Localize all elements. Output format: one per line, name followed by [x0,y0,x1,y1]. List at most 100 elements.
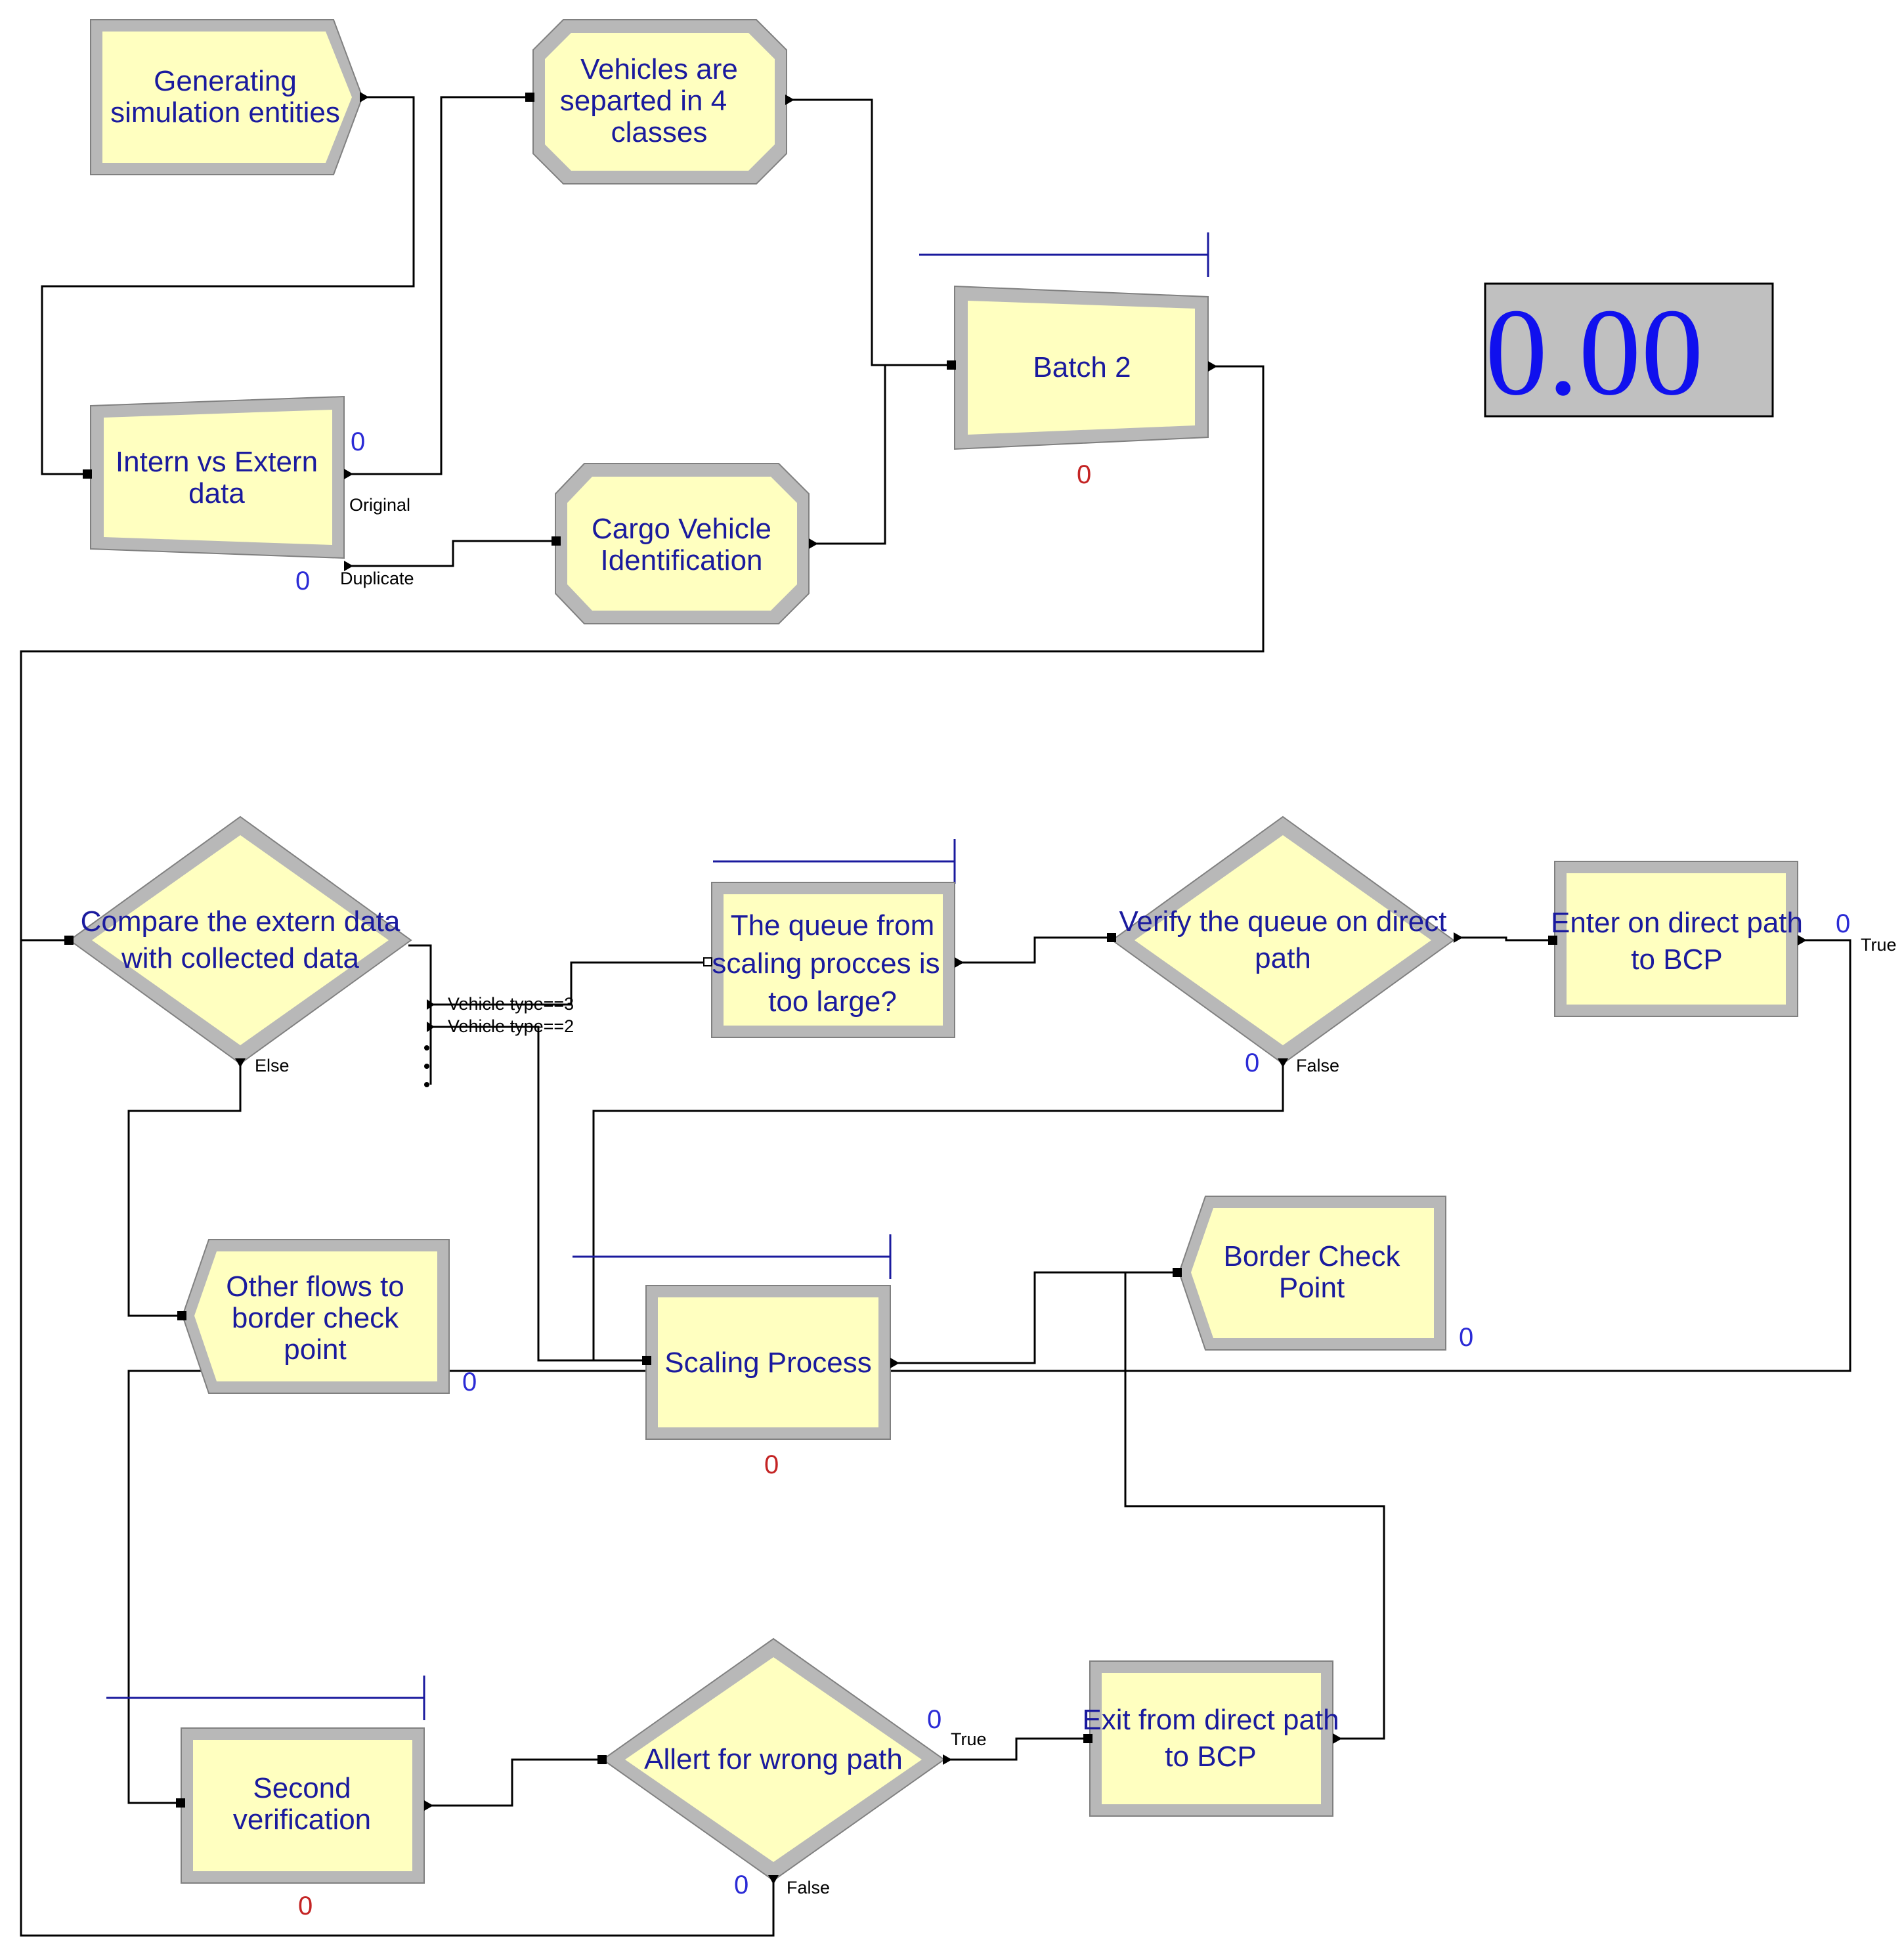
connector-duplicate-to-cargo[interactable] [348,540,555,567]
connector-compare-else-to-other-flows[interactable] [127,1064,242,1317]
exit-port[interactable] [943,1754,952,1765]
decide-module-allert[interactable]: Allert for wrong path 0 True 0 False [601,1637,987,1899]
entry-port[interactable] [552,536,561,546]
entry-port[interactable] [83,469,92,479]
exit-port[interactable] [955,957,964,968]
connector-exit-direct-to-border-check[interactable] [1124,1271,1385,1740]
connector-compare-to-condition-branch[interactable] [408,944,432,1085]
queue-scaling-process[interactable] [573,1234,892,1279]
entry-port[interactable] [597,1755,607,1764]
border-check-line-1: Border Check [1223,1240,1400,1272]
allert-exit-true: True [951,1729,987,1749]
queue-second-verification[interactable] [106,1676,425,1720]
verify-queue-exit-false: False [1296,1056,1339,1075]
exit-port[interactable] [1208,361,1217,372]
verify-queue-counter: 0 [1245,1049,1259,1077]
cargo-vehicle-line-1: Cargo Vehicle [592,513,771,545]
exit-port[interactable] [427,1022,435,1032]
exit-port[interactable] [768,1875,779,1884]
intern-extern-counter-bottom: 0 [295,567,310,596]
entry-port[interactable] [947,360,956,370]
exit-port[interactable] [1278,1058,1288,1068]
connector-cond2-to-scaling[interactable] [431,1026,646,1362]
exit-port[interactable] [890,1358,899,1368]
connector-verify-false-to-scaling[interactable] [592,1064,1284,1362]
connector-allert-true-to-exit-direct[interactable] [945,1737,1087,1761]
connector-original-to-vehicle-classes[interactable] [348,96,529,475]
queue-queue-large[interactable] [713,839,956,884]
queue-batch-2[interactable] [919,232,1209,277]
connector-scaling-to-border-check[interactable] [892,1271,1177,1364]
connector-queue-large-to-verify[interactable] [957,936,1111,964]
connector-enter-direct-to-second-verification[interactable] [127,939,1851,1804]
exit-port[interactable] [424,1800,433,1811]
entry-port-hollow[interactable] [703,957,712,966]
connectors [20,96,1851,1937]
entry-port[interactable] [1083,1734,1093,1743]
entry-port[interactable] [64,936,74,945]
exit-port[interactable] [1454,932,1463,943]
entry-port[interactable] [176,1798,185,1808]
connector-second-verification-to-allert[interactable] [427,1758,601,1807]
variable-display-value: 0.00 [1485,284,1704,422]
exit-port[interactable] [360,92,369,102]
entry-port[interactable] [1173,1268,1182,1277]
other-flows-line-1: Other flows to [226,1270,404,1303]
compare-condition-type-3: Vehicle type==3 [448,994,574,1014]
intern-extern-line-1: Intern vs Extern [116,446,318,478]
connector-batch-to-compare[interactable] [20,365,1265,942]
connector-cargo-to-batch[interactable] [814,365,886,545]
compare-line-2: with collected data [121,942,360,974]
entry-port[interactable] [642,1356,651,1365]
entry-port[interactable] [525,93,534,102]
exit-port[interactable] [1798,935,1807,945]
connector-cond3-to-queue-large[interactable] [431,961,708,1006]
exit-port[interactable] [785,95,794,105]
variable-display[interactable]: 0.00 [1484,282,1774,422]
exit-port[interactable] [344,469,353,479]
queue-lines [106,232,1209,1720]
exit-port[interactable] [427,999,435,1010]
verify-queue-line-1: Verify the queue on direct [1119,905,1447,938]
exit-port[interactable] [344,561,353,571]
other-flows-counter: 0 [462,1368,477,1397]
second-verification-counter: 0 [298,1892,313,1920]
connector-create-to-separate[interactable] [41,96,415,475]
connector-verify-to-enter-direct[interactable] [1459,936,1552,942]
connector-vehicle-classes-to-batch[interactable] [790,98,951,366]
exit-port[interactable] [809,538,818,549]
entry-port[interactable] [1548,936,1557,945]
entry-port[interactable] [1107,933,1116,942]
verify-queue-line-2: path [1255,942,1311,974]
exit-port[interactable] [1333,1733,1342,1744]
queue-large-line-3: too large? [768,986,897,1018]
exit-label-original: Original [349,495,410,515]
exit-port[interactable] [235,1058,246,1068]
other-flows-line-3: point [284,1333,346,1366]
process-module-scaling[interactable]: Scaling Process 0 [645,1285,891,1479]
second-verification-line-1: Second [253,1772,351,1804]
border-check-line-2: Point [1279,1272,1345,1304]
other-flows-line-2: border check [232,1302,399,1334]
decide-module-verify-queue[interactable]: Verify the queue on direct path 0 False [1111,815,1455,1077]
connector-allert-false-to-compare[interactable] [20,940,775,1937]
second-verification-line-2: verification [233,1804,371,1836]
entry-port[interactable] [177,1311,186,1320]
batch-module-batch-2[interactable]: Batch 2 0 [954,285,1209,489]
